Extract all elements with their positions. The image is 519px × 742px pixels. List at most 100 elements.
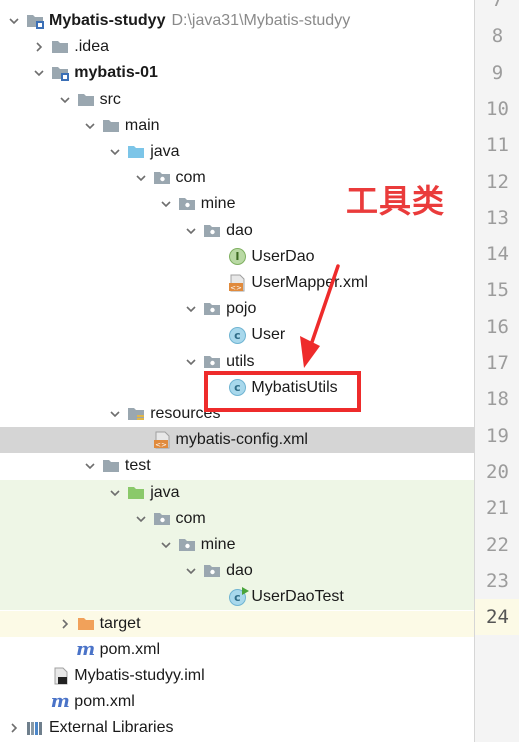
tree-item-mybatisconfig[interactable]: <>mybatis-config.xml [0,427,474,454]
tree-item-label: dao [226,221,253,239]
chevron-down-icon[interactable] [57,92,73,108]
tree-item-src[interactable]: src [0,87,474,113]
package-icon [203,562,221,580]
tree-item-label: java [150,483,180,501]
tree-item-label: pom.xml [74,693,135,711]
folder-icon [77,91,95,109]
tree-item-dao[interactable]: dao [0,218,474,244]
folder-icon [102,457,120,475]
package-icon [203,300,221,318]
line-number: 21 [486,497,509,520]
tree-item-label: External Libraries [49,719,174,737]
line-number: 22 [486,533,509,556]
tree-item-label: User [251,326,286,344]
chevron-down-icon[interactable] [82,118,98,134]
tree-item-label: Mybatis-studyy.iml [74,667,205,684]
tree-spacer [133,432,149,448]
chevron-down-icon[interactable] [133,170,149,186]
tree-item-test[interactable]: test [0,453,474,479]
tree-item-test-dao[interactable]: dao [0,558,474,585]
chevron-down-icon[interactable] [133,511,149,527]
chevron-down-icon[interactable] [158,537,174,553]
maven-icon: m [76,638,96,660]
test-class-icon: c [228,586,249,606]
line-number: 8 [491,25,504,48]
tree-item-label: UserMapper.xml [251,274,368,291]
tree-item-main[interactable]: main [0,113,474,139]
chevron-down-icon[interactable] [31,65,47,81]
tree-item-resources[interactable]: resources [0,401,474,427]
chevron-down-icon[interactable] [107,144,123,160]
xml-file-icon: <> [228,274,246,292]
chevron-right-icon[interactable] [31,39,47,55]
tree-item-usermapper[interactable]: <> UserMapper.xml [0,270,474,296]
line-number: 7 [491,0,504,11]
svg-text:<>: <> [155,441,167,449]
tree-item-label: pom.xml [99,640,161,658]
chevron-right-icon[interactable] [57,616,73,632]
chevron-right-icon[interactable] [6,720,22,736]
line-number: 20 [486,460,509,483]
chevron-down-icon[interactable] [183,563,199,579]
tree-item-mine[interactable]: mine [0,191,474,217]
line-number: 13 [486,206,509,229]
annotation-label: 工具类 [346,182,446,220]
tree-item-idea[interactable]: .idea [0,34,474,60]
tree-item-label: mine [200,536,236,553]
package-icon [203,222,221,240]
tree-item-label: utils [226,352,255,370]
interface-icon: I [228,248,246,266]
tree-item-main-java[interactable]: java [0,139,474,165]
tree-item-label: MybatisUtils [251,378,338,396]
tree-item-mybatis01[interactable]: mybatis-01 [0,60,474,86]
tree-spacer [208,275,224,291]
tree-item-pojo[interactable]: pojo [0,296,474,322]
tree-item-label: main [124,116,160,134]
tree-item-test-java[interactable]: java [0,479,474,506]
tree-item-label: pojo [226,300,257,318]
tree-item-iml[interactable]: Mybatis-studyy.iml [0,663,474,689]
tree-item-com[interactable]: com [0,165,474,191]
line-number: 24 [475,599,519,636]
chevron-down-icon[interactable] [82,458,98,474]
library-icon [26,719,44,737]
tree-item-label: src [99,90,121,108]
tree-item-test-mine[interactable]: mine [0,532,474,558]
package-icon [178,536,196,554]
tree-item-label: test [124,457,151,475]
tree-item-utils[interactable]: utils [0,349,474,375]
chevron-down-icon[interactable] [6,13,22,29]
class-icon: c [228,379,246,397]
tree-spacer [208,589,224,605]
chevron-down-icon[interactable] [107,485,123,501]
tree-item-mybatisutils[interactable]: c MybatisUtils [0,375,474,401]
chevron-down-icon[interactable] [183,223,199,239]
module-folder-icon [51,64,70,82]
source-folder-icon [127,143,145,161]
tree-item-label: target [99,614,141,632]
chevron-down-icon[interactable] [183,354,199,370]
tree-item-label: dao [226,562,253,580]
tree-item-extlib[interactable]: External Libraries [0,715,474,741]
package-icon [153,169,171,187]
resources-folder-icon [127,405,145,423]
chevron-down-icon[interactable] [158,196,174,212]
tree-item-label: Mybatis-studyy [49,12,166,29]
tree-item-userdao[interactable]: I UserDao [0,244,474,270]
line-number: 17 [486,352,509,374]
tree-item-target[interactable]: target [0,610,474,637]
line-number: 18 [486,388,509,411]
tree-item-label: UserDao [251,247,315,265]
tree-item-label: mybatis-01 [74,64,158,82]
chevron-down-icon[interactable] [107,406,123,422]
chevron-down-icon[interactable] [183,301,199,317]
line-number: 23 [486,569,509,592]
tree-item-test-com[interactable]: com [0,505,474,532]
line-number: 15 [486,279,509,302]
